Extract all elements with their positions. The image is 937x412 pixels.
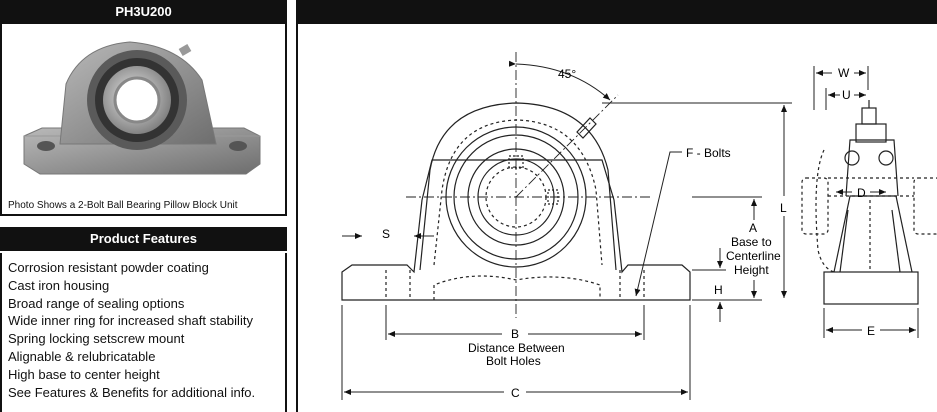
drawing-panel: 45°: [296, 0, 937, 412]
features-title: Product Features: [90, 231, 197, 246]
dim-c-label: C: [511, 386, 520, 400]
model-header: PH3U200: [0, 0, 287, 24]
features-list: Corrosion resistant powder coating Cast …: [2, 253, 285, 401]
drawing-header: [298, 0, 937, 24]
angle-label: 45°: [558, 67, 576, 81]
dim-a-label: A: [749, 221, 757, 235]
dim-b-desc-2: Bolt Holes: [486, 354, 541, 368]
photo-caption: Photo Shows a 2-Bolt Ball Bearing Pillow…: [8, 200, 238, 211]
features-list-box: Corrosion resistant powder coating Cast …: [0, 253, 287, 412]
dim-l-label: L: [780, 201, 787, 215]
pillow-block-photo: [23, 41, 261, 175]
f-bolts-label: F - Bolts: [686, 146, 731, 160]
feature-item: Spring locking setscrew mount: [8, 331, 185, 347]
features-header: Product Features: [0, 227, 287, 251]
dim-b-label: B: [511, 327, 519, 341]
dim-u-label: U: [842, 88, 851, 102]
feature-item: Broad range of sealing options: [8, 295, 185, 311]
product-photo-box: Photo Shows a 2-Bolt Ball Bearing Pillow…: [0, 24, 287, 216]
dim-d-label: D: [857, 186, 866, 200]
dimension-drawing: 45°: [341, 52, 937, 400]
dim-h-label: H: [714, 283, 723, 297]
dim-a-desc-3: Height: [734, 263, 769, 277]
dim-s-label: S: [382, 227, 390, 241]
feature-item: Alignable & relubricatable: [8, 348, 156, 364]
product-panel: PH3U200: [0, 0, 291, 412]
feature-item: Wide inner ring for increased shaft stab…: [8, 313, 253, 329]
feature-item: Corrosion resistant powder coating: [8, 260, 209, 275]
dim-b-desc-1: Distance Between: [468, 341, 565, 355]
dim-e-label: E: [867, 324, 875, 338]
feature-item: High base to center height: [8, 366, 160, 382]
dim-w-label: W: [838, 66, 850, 80]
feature-item: See Features & Benefits for additional i…: [8, 384, 256, 400]
model-title: PH3U200: [115, 4, 172, 19]
dim-a-desc-2: Centerline: [726, 249, 781, 263]
feature-item: Cast iron housing: [8, 277, 110, 293]
dim-a-desc-1: Base to: [731, 235, 772, 249]
